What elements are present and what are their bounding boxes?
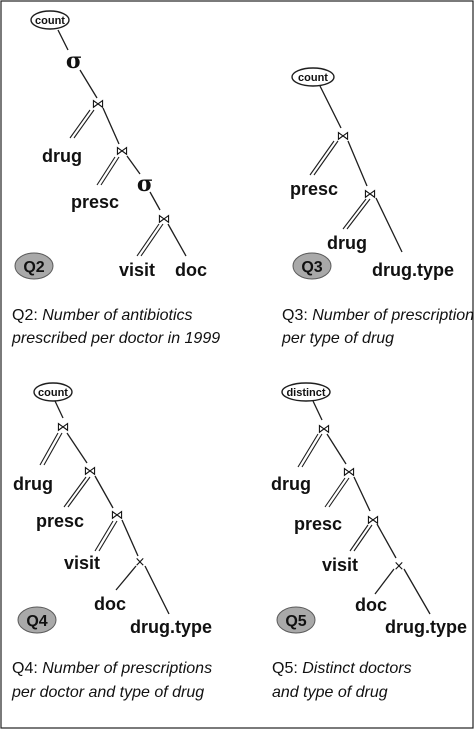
q2-caption-line2: prescribed per doctor in 1999 [11, 330, 220, 347]
q4-caption-line1: Number of prescriptions [42, 660, 212, 677]
q5-join-3: ⋈ [367, 513, 380, 528]
q2-badge [14, 252, 54, 280]
q3-badge-label: Q3 [301, 259, 322, 276]
q4-badge-label: Q4 [26, 613, 47, 630]
q5-doc: doc [355, 595, 387, 615]
q4-count-node [33, 382, 73, 402]
q4-caption: Q4: Number of prescriptions per doctor a… [11, 660, 212, 701]
q3-join-1: ⋈ [337, 129, 350, 144]
q5-distinct-node [281, 382, 331, 402]
q5-badge-label: Q5 [285, 613, 306, 630]
q4-caption-line2: per doctor and type of drug [11, 684, 204, 701]
q2-join-2: ⋈ [116, 144, 129, 159]
q3-join-2: ⋈ [364, 187, 377, 202]
q5-cross: × [394, 559, 405, 574]
q4-plan: count ⋈ drug ⋈ presc ⋈ visit × doc drug.… [13, 382, 212, 637]
q5-distinct-label: distinct [286, 387, 325, 399]
q4-join-2: ⋈ [84, 464, 97, 479]
q4-count-label: count [38, 387, 68, 399]
q3-caption: Q3: Number of prescription per type of d… [281, 307, 474, 347]
q5-plan: distinct ⋈ drug ⋈ presc ⋈ visit × doc dr… [271, 382, 467, 637]
q2-caption-prefix: Q2: [12, 307, 42, 324]
q2-caption: Q2: Number of antibiotics prescribed per… [11, 307, 220, 347]
q2-join-1: ⋈ [92, 97, 105, 112]
q3-presc: presc [290, 179, 338, 199]
q5-join-1: ⋈ [318, 422, 331, 437]
q3-count-label: count [298, 72, 328, 84]
q3-drug: drug [327, 233, 367, 253]
q5-presc: presc [294, 514, 342, 534]
q4-join-3: ⋈ [111, 508, 124, 523]
q2-count-label: count [35, 15, 65, 27]
q5-caption-line2: and type of drug [272, 684, 388, 701]
q4-join-1: ⋈ [57, 420, 70, 435]
q2-drug: drug [42, 146, 82, 166]
q4-doc: doc [94, 594, 126, 614]
q4-cross: × [135, 555, 146, 570]
q4-visit: visit [64, 553, 100, 573]
q3-badge [292, 252, 332, 280]
q2-badge-label: Q2 [23, 259, 44, 276]
q2-selection-1: σ [66, 48, 82, 74]
q2-join-3: ⋈ [158, 212, 171, 227]
q2-caption-line1: Number of antibiotics [42, 307, 192, 324]
q5-drug-type: drug.type [385, 617, 467, 637]
q4-presc: presc [36, 511, 84, 531]
q2-count-node [30, 10, 70, 30]
q2-plan: count σ ⋈ drug ⋈ presc σ ⋈ visit doc Q2 [14, 10, 207, 280]
q4-drug-type: drug.type [130, 617, 212, 637]
q5-caption: Q5: Distinct doctors and type of drug [272, 660, 412, 701]
q3-caption-line2: per type of drug [281, 330, 394, 347]
q2-visit: visit [119, 260, 155, 280]
svg-text:Q3: Number of prescription: Q3: Number of prescription [282, 307, 474, 324]
q3-caption-prefix: Q3: [282, 307, 312, 324]
q5-caption-line1: Distinct doctors [302, 660, 411, 677]
q5-caption-prefix: Q5: [272, 660, 302, 677]
q3-drug-type: drug.type [372, 260, 454, 280]
q2-doc: doc [175, 260, 207, 280]
svg-text:Q5: Distinct doctors: Q5: Distinct doctors [272, 660, 412, 677]
q3-count-node [291, 67, 335, 87]
q5-drug: drug [271, 474, 311, 494]
q3-plan: count ⋈ presc ⋈ drug drug.type Q3 [290, 67, 454, 280]
q4-caption-prefix: Q4: [12, 660, 42, 677]
q5-visit: visit [322, 555, 358, 575]
q4-badge [17, 606, 57, 634]
q2-selection-2: σ [137, 171, 153, 197]
q3-caption-line1: Number of prescription [312, 307, 474, 324]
q5-badge [276, 606, 316, 634]
q2-presc: presc [71, 192, 119, 212]
q5-join-2: ⋈ [343, 465, 356, 480]
svg-text:Q4: Number of prescriptions: Q4: Number of prescriptions [12, 660, 212, 677]
svg-text:Q2: Number of antibiotics: Q2: Number of antibiotics [12, 307, 193, 324]
q4-drug: drug [13, 474, 53, 494]
